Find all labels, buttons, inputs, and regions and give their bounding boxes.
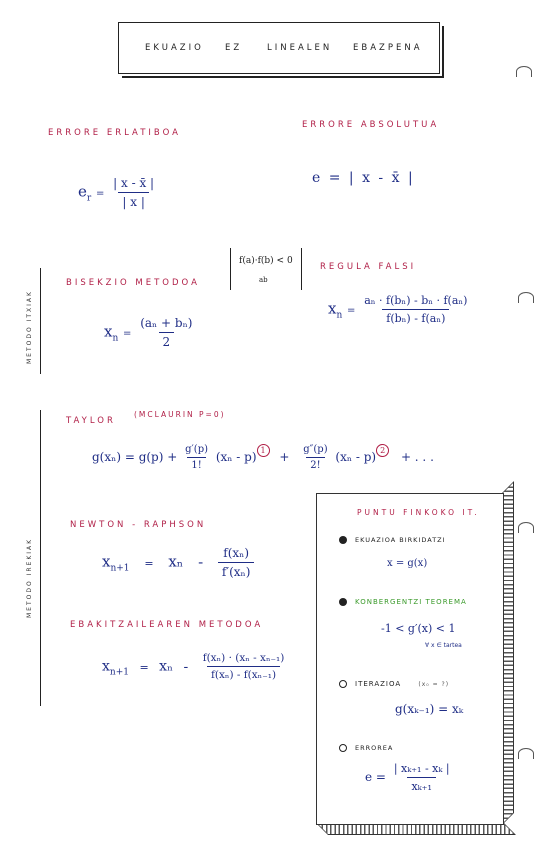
regula-falsi-eq: = (347, 305, 356, 317)
step-1-label: EKUAZIOA BIRKIDATZI (355, 536, 446, 544)
secant-numerator: f(xₙ) · (xₙ - xₙ₋₁) (202, 652, 285, 664)
relative-error-sub: r (86, 193, 92, 204)
newton-lhs: x (102, 552, 111, 571)
step-2-formula: -1 < g′(x) < 1 (381, 622, 456, 635)
newton-formula: xn+1 = xₙ - f(xₙ) f′(xₙ) (102, 546, 255, 579)
taylor-note: (MCLAURIN P=0) (134, 410, 226, 419)
secant-eq: = (139, 660, 149, 674)
bisection-lhs-sub: n (112, 333, 119, 344)
title-box: EKUAZIO EZ LINEALEN EBAZPENA (118, 22, 440, 74)
binder-ring-mark (516, 66, 532, 77)
fixed-point-box: PUNTU FINKOKO IT. EKUAZIOA BIRKIDATZI x … (316, 493, 504, 825)
newton-label: NEWTON - RAPHSON (70, 520, 207, 530)
newton-denominator: f′(xₙ) (217, 562, 255, 579)
binder-ring-mark (518, 748, 534, 759)
bisection-formula: xn = (aₙ + bₙ) 2 (104, 316, 196, 349)
taylor-formula: g(xₙ) = g(p) + g′(p) 1! (xₙ - p)1 + g″(p… (92, 444, 434, 471)
title-word-1: EKUAZIO (145, 43, 204, 53)
taylor-term2-rest: (xₙ - p) (335, 450, 377, 464)
title-word-2: EZ (225, 43, 243, 53)
taylor-label: TAYLOR (66, 416, 116, 426)
regula-falsi-label: REGULA FALSI (320, 262, 417, 272)
step-ring-icon (339, 744, 347, 752)
relative-error-lhs: e (78, 182, 87, 201)
step-4-formula: e = | xₖ₊₁ - xₖ | xₖ₊₁ (365, 762, 454, 793)
regula-falsi-numerator: aₙ · f(bₙ) - bₙ · f(aₙ) (364, 294, 468, 307)
step-3-note: (x₀ = ?) (418, 681, 450, 688)
secant-formula: xn+1 = xₙ - f(xₙ) · (xₙ - xₙ₋₁) f(xₙ) - … (102, 652, 288, 681)
regula-falsi-formula: xn = aₙ · f(bₙ) - bₙ · f(aₙ) f(bₙ) - f(a… (328, 294, 471, 325)
newton-minus: - (198, 552, 204, 571)
relative-error-formula: er = | x - x̄ | | x | (78, 176, 158, 209)
bisection-label: BISEKZIO METODOA (66, 278, 200, 288)
step-4-lhs: e = (365, 770, 386, 784)
closed-methods-bracket (40, 268, 41, 374)
taylor-term1-power: 1 (256, 444, 270, 457)
relative-error-denominator: | x | (118, 192, 149, 209)
closed-methods-label: METODO ITXIAK (26, 290, 33, 364)
taylor-term1-den: 1! (187, 457, 206, 471)
bisection-condition-top: f(a)·f(b) < 0 (239, 256, 293, 266)
secant-lhs: x (102, 658, 110, 675)
binder-ring-mark (518, 292, 534, 303)
binder-ring-mark (518, 522, 534, 533)
fixed-point-step-1: EKUAZIOA BIRKIDATZI (339, 536, 446, 544)
step-4-label: ERROREA (355, 744, 394, 752)
regula-falsi-denominator: f(bₙ) - f(aₙ) (382, 309, 450, 325)
newton-term: xₙ (168, 552, 184, 571)
relative-error-numerator: | x - x̄ | (113, 176, 155, 190)
bisection-denominator: 2 (158, 332, 175, 349)
relative-error-label: ERRORE ERLATIBOA (48, 128, 181, 138)
step-1-formula: x = g(x) (387, 558, 428, 569)
secant-minus: - (183, 658, 189, 675)
secant-lhs-sub: n+1 (109, 667, 129, 678)
fixed-point-step-4: ERROREA (339, 744, 393, 752)
title-word-4: EBAZPENA (353, 43, 423, 53)
secant-term: xₙ (159, 658, 174, 675)
taylor-plus: + (279, 450, 290, 464)
bisection-condition-bottom: ab (259, 276, 268, 284)
step-2-note: ∀ x ∈ tartea (425, 642, 462, 649)
step-4-numerator: | xₖ₊₁ - xₖ | (393, 762, 450, 775)
bisection-eq: = (123, 328, 132, 340)
step-bullet-icon (339, 598, 347, 606)
taylor-term2-den: 2! (306, 457, 325, 471)
bisection-numerator: (aₙ + bₙ) (140, 316, 193, 330)
taylor-lhs: g(xₙ) = g(p) + (92, 450, 178, 464)
taylor-term1-rest: (xₙ - p) (215, 450, 257, 464)
open-methods-label: METODO IREKIAK (26, 537, 33, 618)
taylor-term1-num: g′(p) (185, 444, 209, 455)
step-4-denominator: xₖ₊₁ (407, 777, 436, 793)
fixed-point-step-2: KONBERGENTZI TEOREMA (339, 598, 467, 606)
newton-lhs-sub: n+1 (110, 563, 130, 574)
regula-falsi-lhs-sub: n (336, 310, 343, 321)
absolute-error-formula: e = | x - x̄ | (312, 170, 415, 186)
secant-denominator: f(xₙ) - f(xₙ₋₁) (207, 666, 281, 681)
fixed-point-title: PUNTU FINKOKO IT. (357, 508, 480, 517)
step-bullet-icon (339, 536, 347, 544)
step-3-formula: g(xₖ₋₁) = xₖ (395, 702, 464, 716)
absolute-error-label: ERRORE ABSOLUTUA (302, 120, 440, 130)
step-2-label: KONBERGENTZI TEOREMA (355, 598, 467, 606)
regula-falsi-lhs: x (328, 299, 337, 318)
taylor-term2-num: g″(p) (303, 444, 328, 455)
open-methods-bracket (40, 410, 41, 706)
step-ring-icon (339, 680, 347, 688)
taylor-term2-power: 2 (376, 444, 390, 457)
bisection-lhs: x (104, 322, 113, 341)
title-word-3: LINEALEN (267, 43, 333, 53)
taylor-tail: + . . . (400, 450, 434, 464)
secant-label: EBAKITZAILEAREN METODOA (70, 620, 264, 630)
newton-eq: = (144, 556, 154, 570)
fixed-point-step-3: ITERAZIOA (x₀ = ?) (339, 680, 449, 688)
step-3-label: ITERAZIOA (355, 680, 402, 688)
bisection-condition: f(a)·f(b) < 0 ab (230, 248, 302, 290)
newton-numerator: f(xₙ) (223, 546, 250, 560)
